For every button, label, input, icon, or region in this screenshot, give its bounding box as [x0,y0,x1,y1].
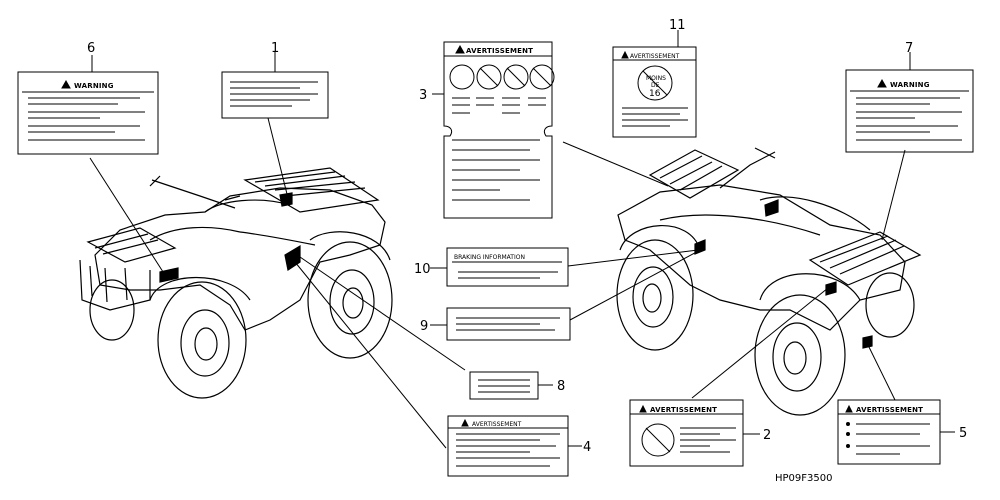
avert-header-4: AVERTISSEMENT [472,421,522,428]
callout-11: 11 [669,18,686,33]
callout-2: 2 [763,428,771,443]
leader-lines [89,30,955,449]
callout-10: 10 [414,262,431,277]
diagram-code: HP09F3500 [775,473,832,484]
callout-1: 1 [271,41,279,56]
decal-texts: WARNING WARNING AVERTISSEMENT AVERTISSEM… [74,47,930,428]
decal-2-avertissement [629,399,744,467]
callout-4: 4 [583,440,591,455]
age-label-mid: DE [651,82,660,89]
avert-header-2: AVERTISSEMENT [650,406,717,414]
age-label-number: 16 [649,89,661,99]
avert-header-5: AVERTISSEMENT [856,406,923,414]
callout-7: 7 [905,41,913,56]
decal-3-avertissement [443,41,555,219]
age-label-top: MOINS [646,75,666,82]
callout-5: 5 [959,426,967,441]
decal-5-avertissement [837,399,941,465]
braking-info-header: BRAKING INFORMATION [454,254,525,261]
avert-header-11: AVERTISSEMENT [630,53,680,60]
callout-8: 8 [557,379,565,394]
decal-7-warning [845,69,974,153]
warning-header-right: WARNING [890,81,930,89]
prohibition-icons [449,64,555,90]
decal-6-warning [17,71,159,155]
decal-4-avertissement [447,415,569,477]
atv-left-illustration [79,167,393,399]
decal-8 [469,371,539,400]
warning-header-left: WARNING [74,82,114,90]
decal-9 [446,307,571,341]
decal-11-avertissement [612,46,697,138]
callout-3: 3 [419,88,427,103]
decal-1 [221,71,329,119]
decal-10-braking-information [446,247,569,287]
callout-6: 6 [87,41,95,56]
callout-numbers: 6 1 3 11 7 10 9 8 4 2 5 HP09F3500 [87,18,967,484]
avert-header-3: AVERTISSEMENT [466,47,533,55]
callout-9: 9 [420,319,428,334]
atv-right-illustration [616,147,922,416]
